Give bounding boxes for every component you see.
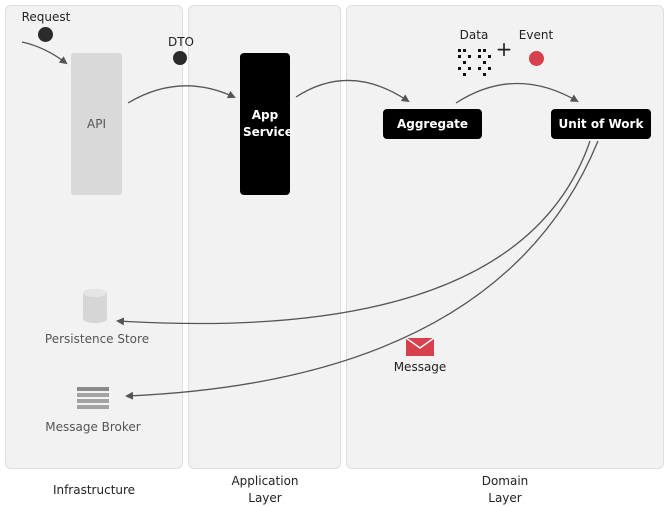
application-layer-label: Application Layer — [231, 474, 299, 505]
data-grid-icon — [458, 49, 491, 76]
unit-of-work-to-persistence-store-arrow — [116, 140, 591, 326]
message-broker-icon — [77, 387, 109, 409]
message-label: Message — [393, 360, 447, 374]
database-icon — [83, 289, 107, 323]
api-label: API — [87, 116, 106, 131]
app-service-to-aggregate-arrow — [295, 79, 410, 103]
api-to-app-service-arrow — [127, 85, 236, 104]
event-dot — [529, 51, 544, 66]
app-service-label: App Service — [243, 108, 293, 139]
plus-sign: + — [495, 37, 513, 61]
unit-of-work-to-message-broker-arrow — [125, 140, 599, 400]
api-box: API — [71, 53, 122, 195]
message-broker-label: Message Broker — [45, 420, 141, 434]
envelope-icon — [406, 338, 434, 356]
aggregate-box: Aggregate — [383, 109, 482, 139]
infrastructure-layer-label: Infrastructure — [52, 483, 136, 497]
dto-label: DTO — [167, 35, 194, 49]
domain-layer-panel — [346, 5, 664, 469]
aggregate-to-unit-of-work-arrow — [455, 82, 579, 104]
request-dot — [38, 27, 53, 42]
event-label: Event — [518, 28, 554, 42]
unit-of-work-box: Unit of Work — [551, 109, 651, 139]
domain-layer-label: Domain Layer — [481, 474, 529, 505]
unit-of-work-label: Unit of Work — [558, 116, 644, 131]
app-service-box: App Service — [240, 53, 293, 195]
aggregate-label: Aggregate — [396, 116, 469, 131]
dto-dot — [173, 51, 187, 65]
persistence-store-label: Persistence Store — [44, 332, 150, 346]
request-to-api-arrow — [21, 41, 68, 65]
request-label: Request — [21, 10, 71, 24]
data-label: Data — [459, 28, 489, 42]
